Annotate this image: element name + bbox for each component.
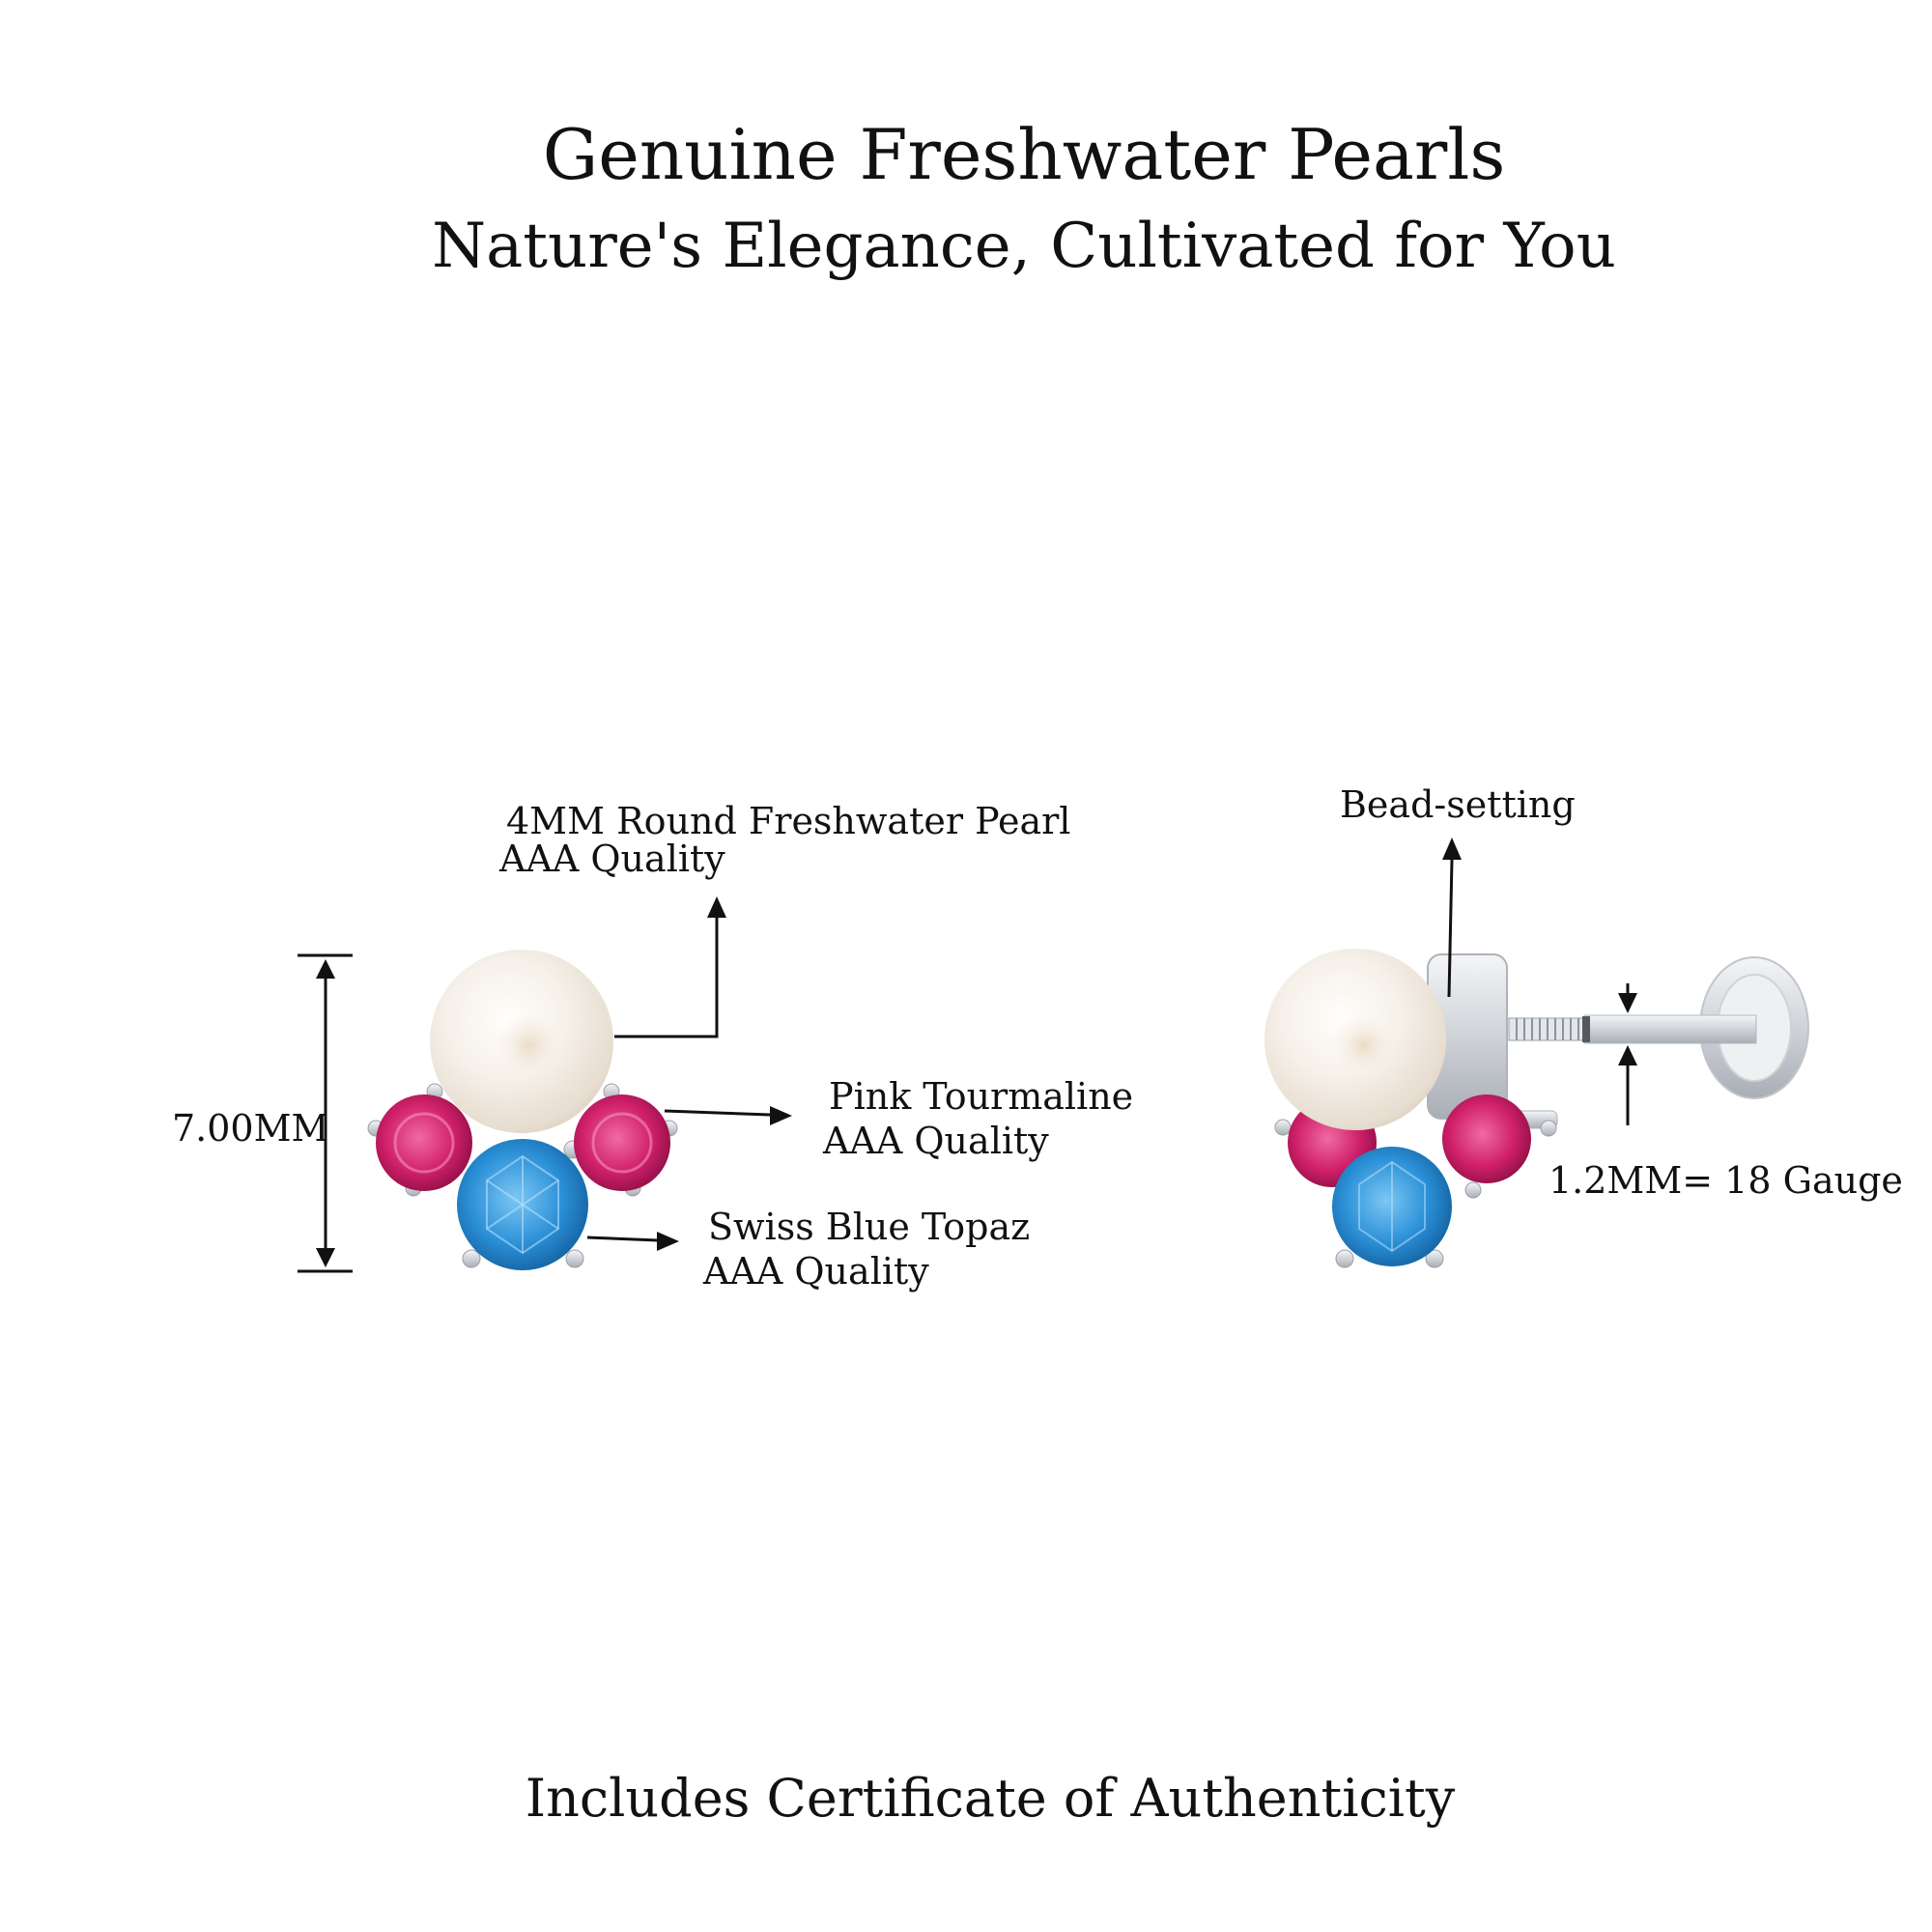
bead-setting-leader-arrow [1442, 838, 1462, 998]
front-view-earring [367, 950, 678, 1270]
tourmaline-quality-label: AAA Quality [823, 1120, 1049, 1162]
certificate-note: Includes Certificate of Authenticity [525, 1768, 1456, 1829]
labret-post [1583, 1014, 1757, 1044]
gauge-dimension-arrows [1618, 983, 1637, 1125]
page-title: Genuine Freshwater Pearls [542, 114, 1506, 195]
side-pink-tourmaline-right [1442, 1094, 1531, 1183]
height-dimension-label: 7.00MM [172, 1107, 329, 1150]
tourmaline-leader-arrow [664, 1106, 792, 1125]
pearl-quality-label: AAA Quality [499, 838, 725, 880]
side-view-earring [1264, 949, 1809, 1268]
gauge-label: 1.2MM= 18 Gauge [1548, 1159, 1903, 1202]
pearl-label: 4MM Round Freshwater Pearl [506, 800, 1071, 842]
topaz-label: Swiss Blue Topaz [708, 1206, 1031, 1248]
topaz-quality-label: AAA Quality [703, 1250, 929, 1293]
bead-setting-label: Bead-setting [1340, 783, 1576, 826]
pink-tourmaline-left [376, 1094, 472, 1191]
height-dimension-line [298, 953, 353, 1273]
topaz-leader-arrow [586, 1232, 679, 1251]
pink-tourmaline-right [574, 1094, 670, 1191]
pearl-leader-arrow [614, 896, 726, 1038]
page-subtitle: Nature's Elegance, Cultivated for You [432, 211, 1616, 282]
tourmaline-label: Pink Tourmaline [829, 1075, 1134, 1118]
